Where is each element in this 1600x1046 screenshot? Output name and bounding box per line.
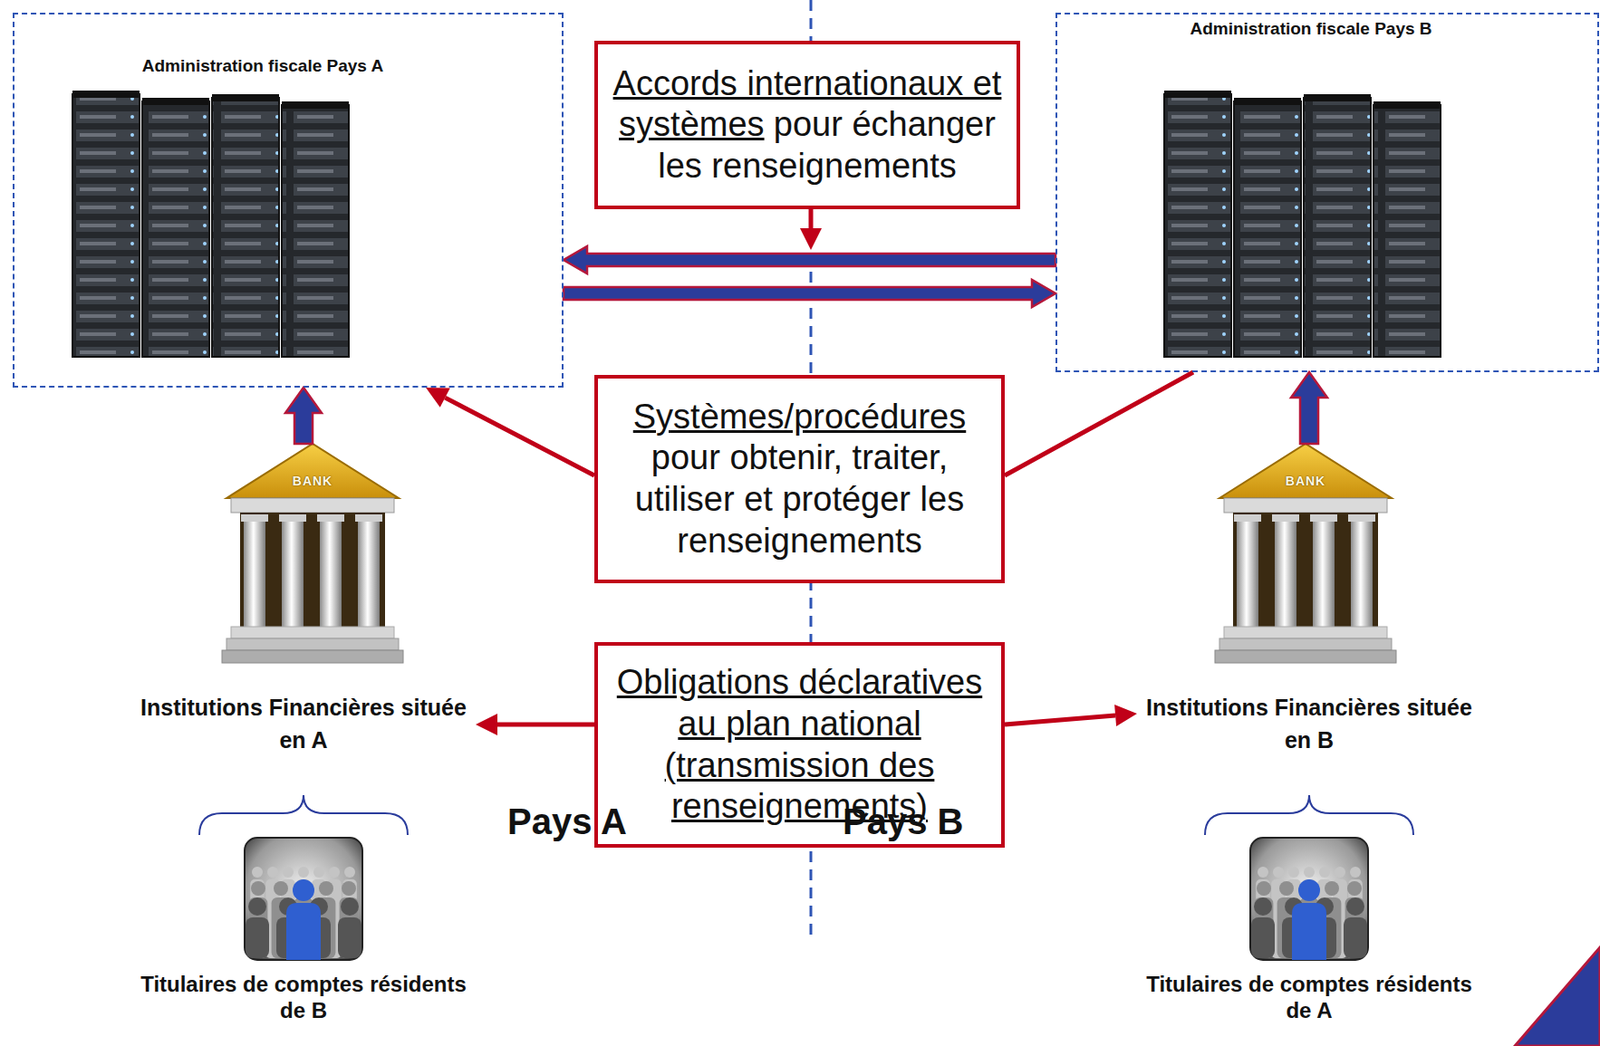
arrowhead bbox=[475, 713, 498, 736]
connector-arrow bbox=[475, 713, 595, 736]
institution-label: Institutions Financières située en A bbox=[131, 691, 476, 758]
holder-label: Titulaires de comptes résidents de B bbox=[131, 972, 476, 1025]
connector-line bbox=[1004, 715, 1116, 725]
corner-decoration bbox=[1514, 947, 1600, 1046]
connector-line bbox=[1004, 372, 1194, 476]
connector-line bbox=[497, 722, 595, 728]
box-heading: Systèmes/procédures bbox=[607, 396, 993, 439]
exchange-arrow bbox=[1291, 372, 1328, 444]
arrowhead bbox=[425, 387, 451, 408]
account-holders-node: Titulaires de comptes résidents de B bbox=[131, 838, 476, 1032]
text-wrap: Titulaires de comptes résidents de A bbox=[1137, 972, 1482, 1025]
text-wrap: Administration fiscale Pays B bbox=[1057, 18, 1565, 40]
account-holders-node: Titulaires de comptes résidents de A bbox=[1137, 838, 1482, 1032]
admin-title: Administration fiscale Pays A bbox=[142, 56, 384, 76]
box-heading: Obligations déclaratives au plan nationa… bbox=[616, 663, 983, 826]
text-wrap: Accords internationaux et systèmespour é… bbox=[607, 63, 1008, 188]
admin-title: Administration fiscale Pays B bbox=[1189, 19, 1432, 39]
exchange-arrow bbox=[285, 387, 322, 444]
bank-node: BANKInstitutions Financières située en A bbox=[131, 443, 476, 765]
process-box: Accords internationaux et systèmespour é… bbox=[594, 40, 1021, 210]
arrowhead bbox=[1114, 704, 1138, 727]
institution-label: Institutions Financières située en B bbox=[1137, 691, 1482, 758]
connector-arrow bbox=[1004, 372, 1194, 476]
server-illustration bbox=[1164, 90, 1441, 357]
text-wrap: Administration fiscale Pays A bbox=[14, 55, 511, 78]
exchange-arrow bbox=[563, 279, 1056, 308]
bracket bbox=[1204, 795, 1414, 836]
leader-arrowhead bbox=[800, 228, 822, 251]
country-label: Pays B bbox=[842, 800, 964, 843]
process-box: Systèmes/procédurespour obtenir, traiter… bbox=[594, 375, 1005, 584]
connector-arrow bbox=[1004, 704, 1138, 727]
text-wrap: Institutions Financières située en B bbox=[1137, 691, 1482, 758]
bracket bbox=[199, 795, 408, 836]
exchange-arrow-body bbox=[1291, 372, 1328, 444]
people-icon bbox=[244, 838, 363, 961]
exchange-arrow-body bbox=[285, 387, 322, 444]
bank-sign: BANK bbox=[140, 474, 485, 488]
box-text: pour obtenir, traiter, utiliser et proté… bbox=[607, 437, 993, 562]
exchange-arrow-body bbox=[563, 279, 1056, 308]
holder-label: Titulaires de comptes résidents de A bbox=[1137, 972, 1482, 1025]
connector-line bbox=[444, 397, 595, 476]
bank-node: BANKInstitutions Financières située en B bbox=[1137, 443, 1482, 765]
people-icon bbox=[1250, 838, 1369, 961]
server-illustration bbox=[72, 90, 349, 357]
connector-arrow bbox=[425, 387, 595, 476]
bank-sign: BANK bbox=[1133, 474, 1478, 488]
text-wrap: Systèmes/procédurespour obtenir, traiter… bbox=[607, 396, 993, 562]
exchange-arrow-body bbox=[563, 246, 1056, 274]
tax-admin-box: Administration fiscale Pays B bbox=[1055, 12, 1600, 373]
exchange-arrow bbox=[563, 246, 1056, 274]
text-wrap: Titulaires de comptes résidents de B bbox=[131, 972, 476, 1025]
tax-admin-box: Administration fiscale Pays A bbox=[12, 12, 564, 388]
text-wrap: Institutions Financières située en A bbox=[131, 691, 476, 758]
country-label: Pays A bbox=[507, 800, 627, 843]
